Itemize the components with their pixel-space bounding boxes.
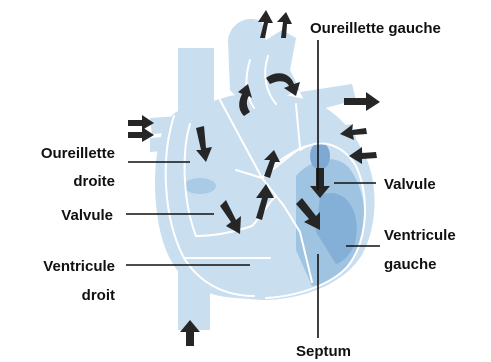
right-arrow-left-upper-1 <box>128 115 154 130</box>
label-valve-left: Valvule <box>384 176 436 193</box>
label-left-atrium: Oureillette gauche <box>310 20 441 37</box>
label-right-ventricle-line1: Ventricule <box>43 258 115 275</box>
heart-illustration <box>150 19 375 330</box>
label-right-ventricle-line2: droit <box>82 287 115 304</box>
label-valve-right: Valvule <box>61 207 113 224</box>
label-right-atrium-line2: droite <box>73 173 115 190</box>
label-septum: Septum <box>296 343 351 360</box>
mitral-valve-shape <box>310 142 330 170</box>
label-left-ventricle-line1: Ventricule <box>384 227 456 244</box>
right-atrium-oval <box>184 178 216 194</box>
label-right-atrium-line1: Oureillette <box>41 145 115 162</box>
label-left-ventricle-line2: gauche <box>384 256 437 273</box>
